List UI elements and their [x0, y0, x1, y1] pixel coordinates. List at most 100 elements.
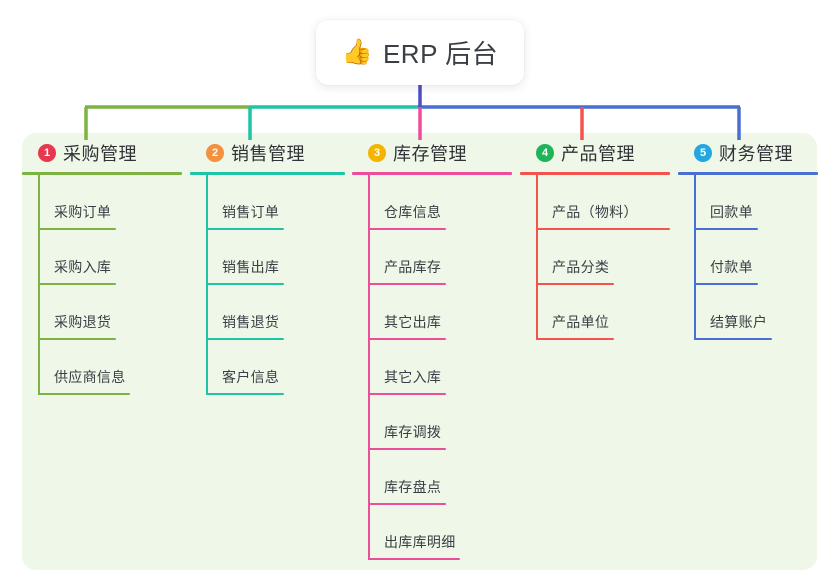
branch-badge-5: 5 [694, 144, 712, 162]
branch-item-rule [38, 338, 116, 340]
branch-spine-5 [694, 175, 696, 340]
branch-item-rule [38, 393, 130, 395]
branch-item-label: 采购入库 [54, 259, 112, 275]
thumbs-up-icon: 👍 [341, 38, 373, 66]
branch-item-label: 其它入库 [384, 369, 442, 385]
branch-item-rule [206, 393, 284, 395]
root-title: ERP 后台 [382, 39, 499, 69]
branch-item[interactable]: 销售退货 [190, 285, 345, 340]
branch-item-label: 其它出库 [384, 314, 442, 330]
branch-header-3[interactable]: 3 库存管理 [352, 140, 512, 166]
branch-item-rule [536, 283, 614, 285]
branch-item-label: 库存盘点 [384, 479, 442, 495]
branch-item-label: 结算账户 [710, 314, 768, 330]
branch-item-label: 付款单 [710, 259, 753, 275]
branch-item[interactable]: 产品分类 [520, 230, 670, 285]
branch-item-label: 回款单 [710, 204, 753, 220]
branch-item[interactable]: 供应商信息 [22, 340, 182, 395]
branch-item-label: 仓库信息 [384, 204, 442, 220]
branch-item-label: 库存调拨 [384, 424, 442, 440]
branch-item-list-2: 销售订单销售出库销售退货客户信息 [190, 175, 345, 395]
branch-item-rule [694, 228, 758, 230]
branch-item-list-5: 回款单付款单结算账户 [678, 175, 818, 340]
branch-rule-2 [190, 172, 345, 175]
branch-item[interactable]: 产品（物料） [520, 175, 670, 230]
branch-item-rule [536, 228, 670, 230]
branch-rule-3 [352, 172, 512, 175]
branch-item[interactable]: 回款单 [678, 175, 818, 230]
branch-item-list-3: 仓库信息产品库存其它出库其它入库库存调拨库存盘点出库库明细 [352, 175, 512, 560]
branch-column-1: 1 采购管理采购订单采购入库采购退货供应商信息 [22, 140, 182, 395]
branch-item-rule [368, 448, 446, 450]
branch-item-rule [694, 338, 772, 340]
branch-title-2: 销售管理 [231, 144, 305, 164]
branch-item[interactable]: 仓库信息 [352, 175, 512, 230]
branch-item[interactable]: 其它入库 [352, 340, 512, 395]
branch-item-rule [38, 283, 116, 285]
branch-column-3: 3 库存管理仓库信息产品库存其它出库其它入库库存调拨库存盘点出库库明细 [352, 140, 512, 560]
branch-spine-2 [206, 175, 208, 395]
branch-badge-3: 3 [368, 144, 386, 162]
branch-item[interactable]: 库存调拨 [352, 395, 512, 450]
branch-item-rule [368, 558, 460, 560]
branch-badge-1: 1 [38, 144, 56, 162]
branch-header-5[interactable]: 5 财务管理 [678, 140, 818, 166]
branch-rule-1 [22, 172, 182, 175]
branch-item-rule [368, 393, 446, 395]
branch-item[interactable]: 采购退货 [22, 285, 182, 340]
content-panel [22, 133, 817, 570]
branch-badge-2: 2 [206, 144, 224, 162]
branch-item-rule [368, 228, 446, 230]
branch-item[interactable]: 销售出库 [190, 230, 345, 285]
branch-spine-1 [38, 175, 40, 395]
branch-item-rule [536, 338, 614, 340]
branch-item-rule [368, 503, 446, 505]
branch-item[interactable]: 产品库存 [352, 230, 512, 285]
branch-header-1[interactable]: 1 采购管理 [22, 140, 182, 166]
branch-item-label: 出库库明细 [384, 534, 456, 550]
branch-item-label: 销售出库 [222, 259, 280, 275]
branch-item-rule [694, 283, 758, 285]
branch-item-label: 销售订单 [222, 204, 280, 220]
branch-item-list-1: 采购订单采购入库采购退货供应商信息 [22, 175, 182, 395]
root-node[interactable]: 👍 ERP 后台 [316, 20, 524, 85]
branch-item[interactable]: 客户信息 [190, 340, 345, 395]
branch-item[interactable]: 产品单位 [520, 285, 670, 340]
branch-item-list-4: 产品（物料） 产品分类产品单位 [520, 175, 670, 340]
branch-badge-4: 4 [536, 144, 554, 162]
branch-column-2: 2 销售管理销售订单销售出库销售退货客户信息 [190, 140, 345, 395]
branch-item-rule [206, 338, 284, 340]
branch-column-5: 5 财务管理回款单付款单结算账户 [678, 140, 818, 340]
branch-item[interactable]: 采购入库 [22, 230, 182, 285]
branch-item-label: 采购退货 [54, 314, 112, 330]
branch-item[interactable]: 付款单 [678, 230, 818, 285]
branch-item-label: 产品库存 [384, 259, 442, 275]
branch-item-label: 采购订单 [54, 204, 112, 220]
branch-item[interactable]: 采购订单 [22, 175, 182, 230]
branch-item[interactable]: 库存盘点 [352, 450, 512, 505]
branch-title-5: 财务管理 [719, 144, 793, 164]
branch-item[interactable]: 其它出库 [352, 285, 512, 340]
branch-spine-3 [368, 175, 370, 560]
branch-header-2[interactable]: 2 销售管理 [190, 140, 345, 166]
branch-item-rule [368, 283, 446, 285]
branch-item-label: 产品单位 [552, 314, 610, 330]
branch-item-label: 客户信息 [222, 369, 280, 385]
branch-item-rule [368, 338, 446, 340]
branch-item[interactable]: 销售订单 [190, 175, 345, 230]
branch-title-3: 库存管理 [393, 144, 467, 164]
branch-spine-4 [536, 175, 538, 340]
branch-item[interactable]: 结算账户 [678, 285, 818, 340]
branch-item-rule [206, 228, 284, 230]
branch-item-label: 销售退货 [222, 314, 280, 330]
branch-title-1: 采购管理 [63, 144, 137, 164]
branch-item-rule [206, 283, 284, 285]
branch-item[interactable]: 出库库明细 [352, 505, 512, 560]
branch-item-rule [38, 228, 116, 230]
branch-rule-5 [678, 172, 818, 175]
branch-item-label: 产品分类 [552, 259, 610, 275]
branch-item-label: 产品（物料） [552, 204, 638, 220]
